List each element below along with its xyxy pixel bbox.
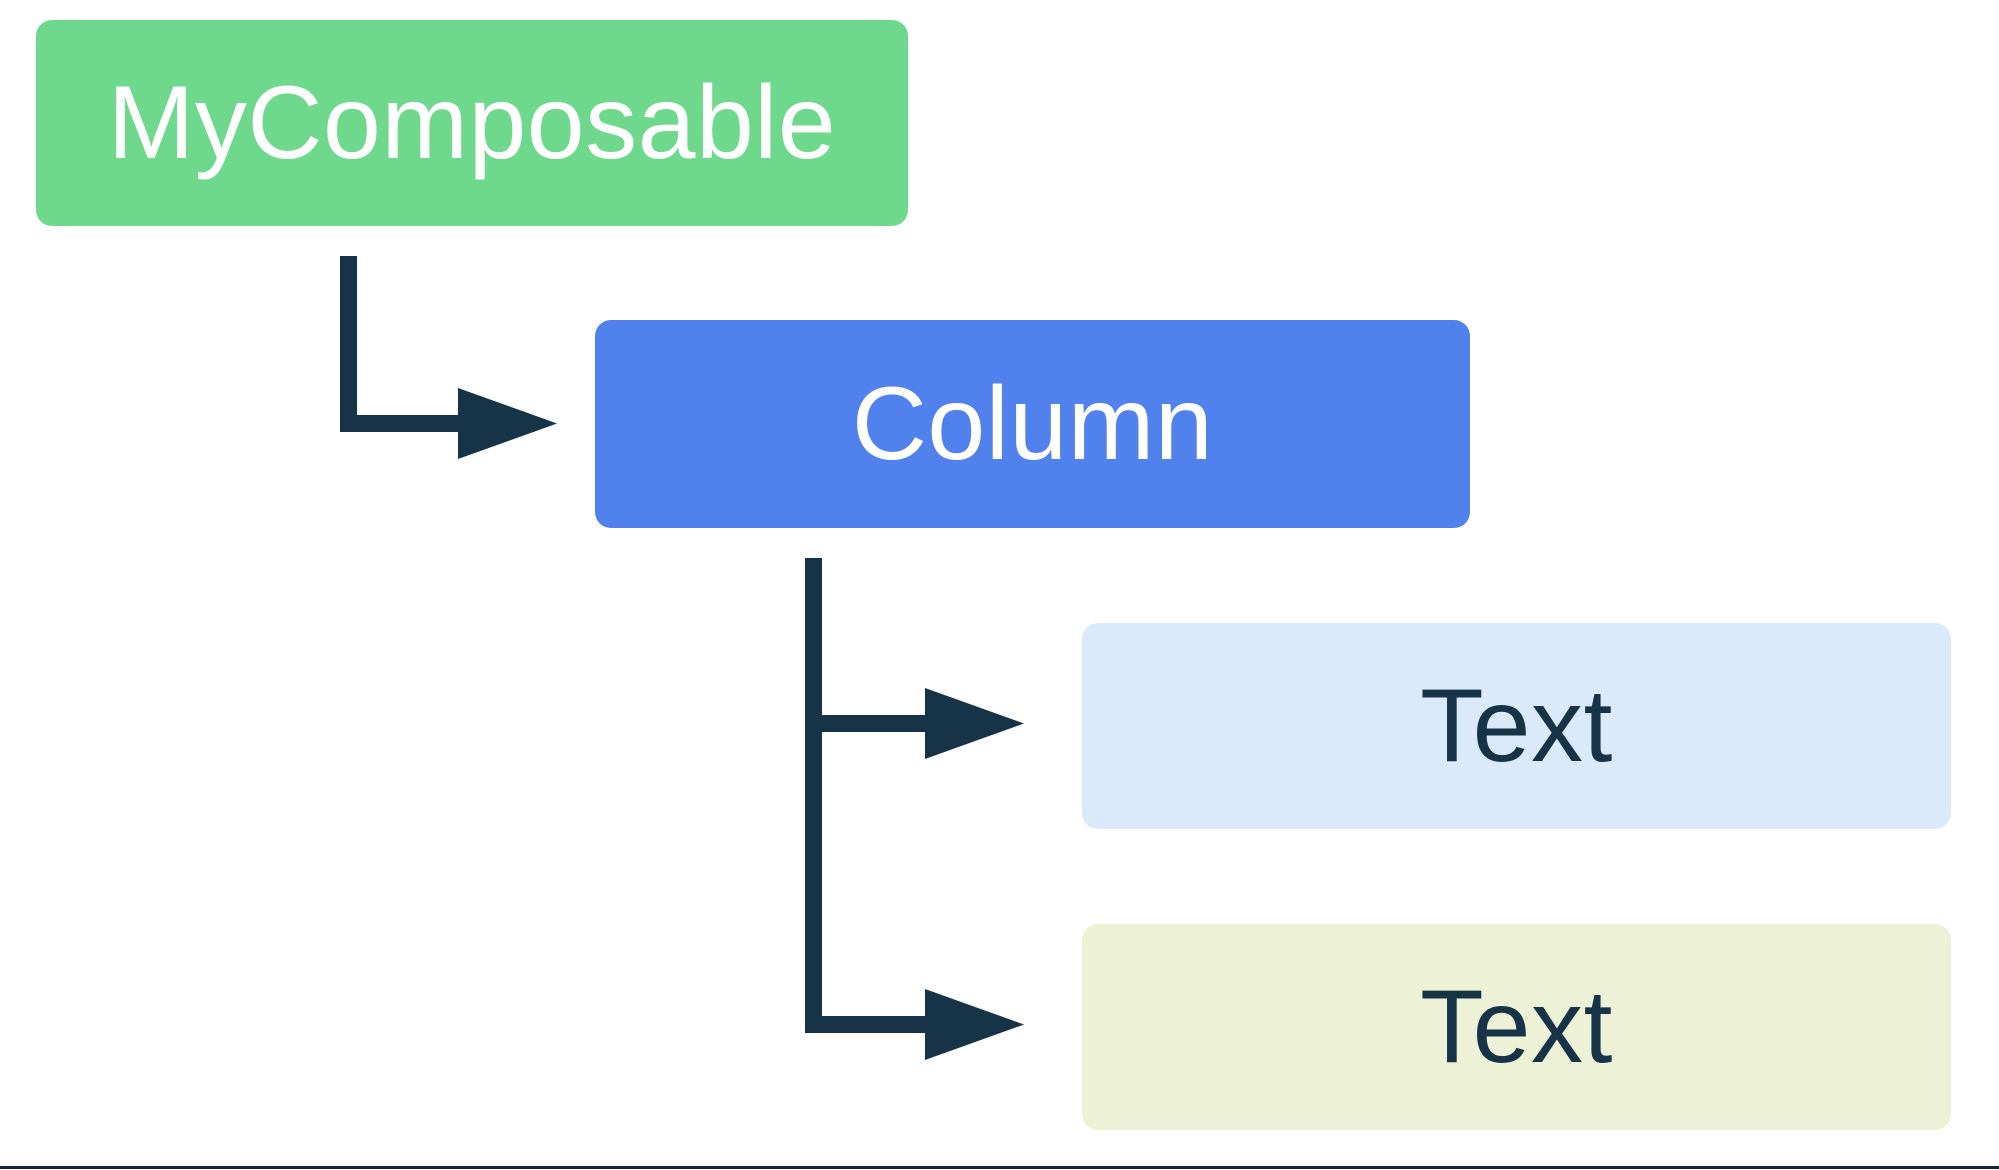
edge-column-to-text-2: [805, 989, 1024, 1060]
edge-root-to-column: [340, 256, 557, 459]
bottom-divider: [0, 1166, 1999, 1169]
edge-column-trunk-line: [805, 558, 822, 1033]
edge-column-to-text-1-arrowhead: [925, 688, 1024, 759]
edge-root-to-column-arrowhead: [458, 388, 557, 459]
node-my-composable-label: MyComposable: [107, 65, 837, 181]
edge-column-to-text-2-line: [805, 1016, 927, 1033]
edge-root-to-column-line: [340, 256, 460, 432]
edge-column-to-text-1-line: [805, 715, 927, 732]
node-column-label: Column: [851, 366, 1214, 482]
edge-column-trunk: [805, 558, 822, 1033]
node-text-second[interactable]: Text: [1082, 924, 1951, 1130]
node-text-second-label: Text: [1420, 969, 1613, 1085]
edge-column-to-text-1: [805, 688, 1024, 759]
node-my-composable[interactable]: MyComposable: [36, 20, 908, 226]
node-text-first-label: Text: [1420, 668, 1613, 784]
node-column[interactable]: Column: [595, 320, 1470, 528]
edge-column-to-text-2-arrowhead: [925, 989, 1024, 1060]
node-text-first[interactable]: Text: [1082, 623, 1951, 829]
